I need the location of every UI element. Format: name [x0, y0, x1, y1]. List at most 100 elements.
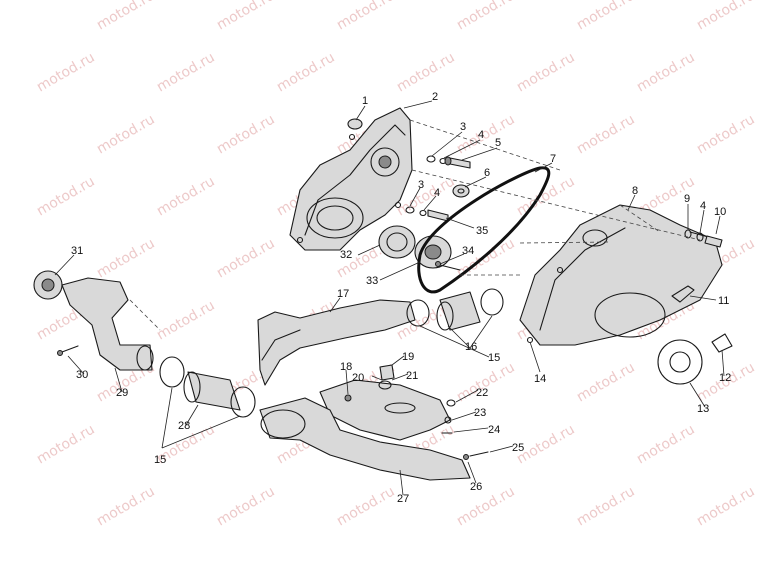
watermark-text: motod.ru: [454, 111, 518, 157]
watermark-text: motod.ru: [274, 49, 338, 95]
watermark-text: motod.ru: [514, 49, 578, 95]
watermark-text: motod.ru: [454, 0, 518, 33]
fastener-18: [344, 394, 352, 402]
clamp-lower-right: [230, 386, 256, 418]
watermark-text: motod.ru: [694, 483, 758, 529]
callout-labels: 1 2 3 4 5 6 3 4 7 8 9 4 10 35 34 32 33 3…: [71, 91, 731, 505]
callout-33: 33: [366, 275, 378, 287]
watermark-text: motod.ru: [214, 0, 278, 33]
callout-34: 34: [462, 245, 474, 257]
watermark-text: motod.ru: [94, 483, 158, 529]
watermark-text: motod.ru: [94, 0, 158, 33]
seal-31: [33, 270, 63, 300]
leader-lines: [54, 100, 725, 496]
watermark-text: motod.ru: [574, 0, 638, 33]
callout-9: 9: [684, 193, 690, 205]
callout-30: 30: [76, 369, 88, 381]
callout-18: 18: [340, 361, 352, 373]
callout-4-lower: 4: [434, 187, 440, 199]
watermark-text: motod.ru: [334, 0, 398, 33]
watermark-text: motod.ru: [34, 421, 98, 467]
mounting-bracket: [319, 379, 451, 441]
watermark-text: motod.ru: [34, 173, 98, 219]
intake-duct: [257, 299, 416, 386]
watermark-text: motod.ru: [214, 111, 278, 157]
drive-belt: [417, 166, 551, 294]
clamp-upper-left: [406, 299, 430, 327]
watermark-text: motod.ru: [94, 235, 158, 281]
watermark-text: motod.ru: [574, 483, 638, 529]
fasteners-22-24: [441, 399, 456, 434]
inner-cover: [289, 107, 413, 251]
watermark-text: motod.ru: [214, 235, 278, 281]
callout-25: 25: [512, 442, 524, 454]
callout-14: 14: [534, 373, 546, 385]
watermark-text: motod.ru: [154, 297, 218, 343]
screw-30: [57, 345, 79, 356]
callout-3-lower: 3: [418, 179, 424, 191]
callout-29: 29: [116, 387, 128, 399]
callout-31: 31: [71, 245, 83, 257]
callout-23: 23: [474, 407, 486, 419]
callout-19: 19: [402, 351, 414, 363]
callout-22: 22: [476, 387, 488, 399]
alignment-lines: [129, 119, 701, 331]
bolt-washer-set-upper: [426, 155, 471, 169]
callout-3: 3: [460, 121, 466, 133]
clip-12: [711, 333, 733, 353]
callout-11: 11: [718, 295, 729, 307]
dowel-pin: [347, 118, 363, 130]
watermark-text: motod.ru: [574, 359, 638, 405]
callout-5: 5: [495, 137, 501, 149]
callout-7: 7: [550, 153, 556, 165]
clamp-upper-right: [480, 288, 504, 316]
watermark-text: motod.ru: [214, 483, 278, 529]
tube-28: [183, 371, 241, 411]
bolt-19-20-21: [378, 364, 395, 390]
callout-1: 1: [362, 95, 368, 107]
callout-6: 6: [484, 167, 490, 179]
clamp-lower-left: [159, 356, 185, 388]
watermark-text: motod.ru: [574, 111, 638, 157]
callout-20: 20: [352, 372, 364, 384]
callout-4: 4: [478, 129, 484, 141]
callout-12: 12: [719, 372, 731, 384]
watermark-text: motod.ru: [394, 49, 458, 95]
callout-27: 27: [397, 493, 409, 505]
callout-13: 13: [697, 403, 709, 415]
watermark-text: motod.ru: [94, 111, 158, 157]
seal-32: [378, 225, 416, 259]
tube-16: [436, 291, 481, 331]
callout-10: 10: [714, 206, 726, 218]
watermark-text: motod.ru: [694, 0, 758, 33]
outlet-duct-29: [61, 277, 154, 371]
callout-28: 28: [178, 420, 190, 432]
watermark-text: motod.ru: [634, 49, 698, 95]
callout-32: 32: [340, 249, 352, 261]
callout-26: 26: [470, 481, 482, 493]
callout-15-lower: 15: [154, 454, 166, 466]
watermark-text: motod.ru: [634, 421, 698, 467]
callout-2: 2: [432, 91, 438, 103]
callout-8: 8: [632, 185, 638, 197]
watermark-text: motod.ru: [154, 49, 218, 95]
watermark-text: motod.ru: [154, 173, 218, 219]
gasket-13: [657, 339, 703, 385]
callout-17: 17: [337, 288, 349, 300]
callout-21: 21: [406, 370, 418, 382]
watermark-text: motod.ru: [454, 483, 518, 529]
watermark-text: motod.ru: [34, 49, 98, 95]
lower-duct-27: [259, 397, 471, 481]
watermark-text: motod.ru: [694, 111, 758, 157]
outer-cover: [519, 204, 723, 346]
screw-25-26: [463, 451, 489, 460]
watermark-text: motod.ru: [334, 483, 398, 529]
spacer-6: [452, 184, 470, 198]
decal-11: [671, 285, 695, 303]
callout-35: 35: [476, 225, 488, 237]
callout-24: 24: [488, 424, 500, 436]
callout-4-right: 4: [700, 200, 706, 212]
callout-16: 16: [465, 341, 477, 353]
